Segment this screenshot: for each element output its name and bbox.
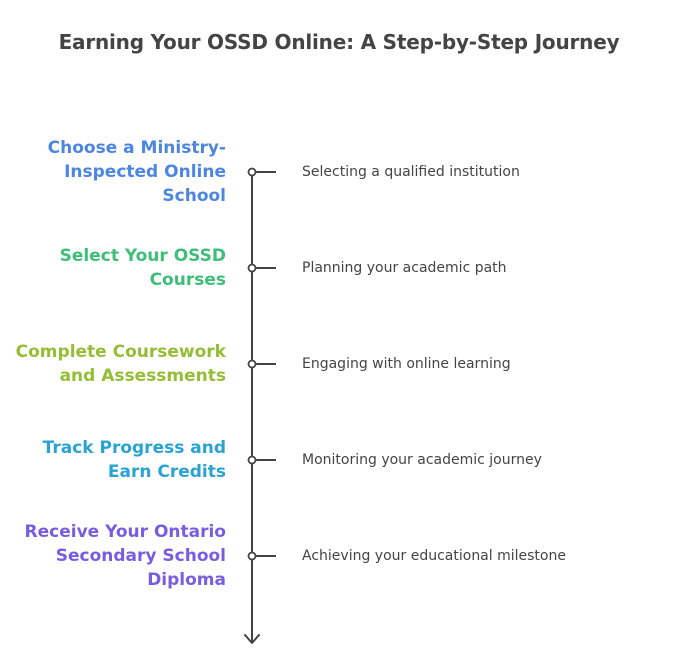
step-2-label: Select Your OSSD Courses [59,246,226,290]
step-3-label: Complete Coursework and Assessments [15,342,226,386]
step-4-label: Track Progress and Earn Credits [42,438,226,482]
page-title: Earning Your OSSD Online: A Step-by-Step… [58,30,620,54]
step-5-node [247,551,257,561]
step-5-description: Achieving your educational milestone [302,548,566,564]
step-1-label: Choose a Ministry- Inspected Online Scho… [47,138,226,206]
step-4-description: Monitoring your academic journey [302,452,542,468]
timeline-arrowhead [244,634,260,644]
step-4-node [247,455,257,465]
step-3-node [247,359,257,369]
step-5-label: Receive Your Ontario Secondary School Di… [24,522,226,590]
step-1-description: Selecting a qualified institution [302,164,520,180]
step-1-node [247,167,257,177]
step-2-node [247,263,257,273]
step-3-description: Engaging with online learning [302,356,511,372]
step-2-description: Planning your academic path [302,260,507,276]
